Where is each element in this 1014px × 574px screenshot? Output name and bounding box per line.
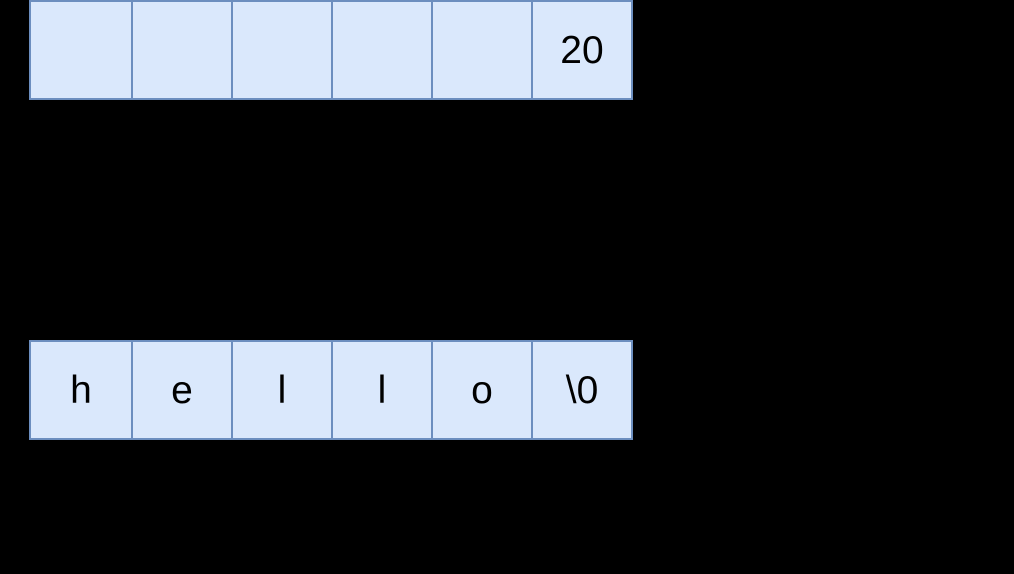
string-array-row: h e l l o \0 [29,340,633,440]
array-cell-char-o: o [431,342,531,438]
array-cell [131,2,231,98]
array-cell [431,2,531,98]
array-cell-char-l: l [331,342,431,438]
array-cell-value-20: 20 [531,2,631,98]
array-cell-char-h: h [31,342,131,438]
array-cell [331,2,431,98]
array-cell-char-e: e [131,342,231,438]
array-cell-null-terminator: \0 [531,342,631,438]
array-cell [31,2,131,98]
array-cell [231,2,331,98]
array-cell-char-l: l [231,342,331,438]
top-array-row: 20 [29,0,633,100]
